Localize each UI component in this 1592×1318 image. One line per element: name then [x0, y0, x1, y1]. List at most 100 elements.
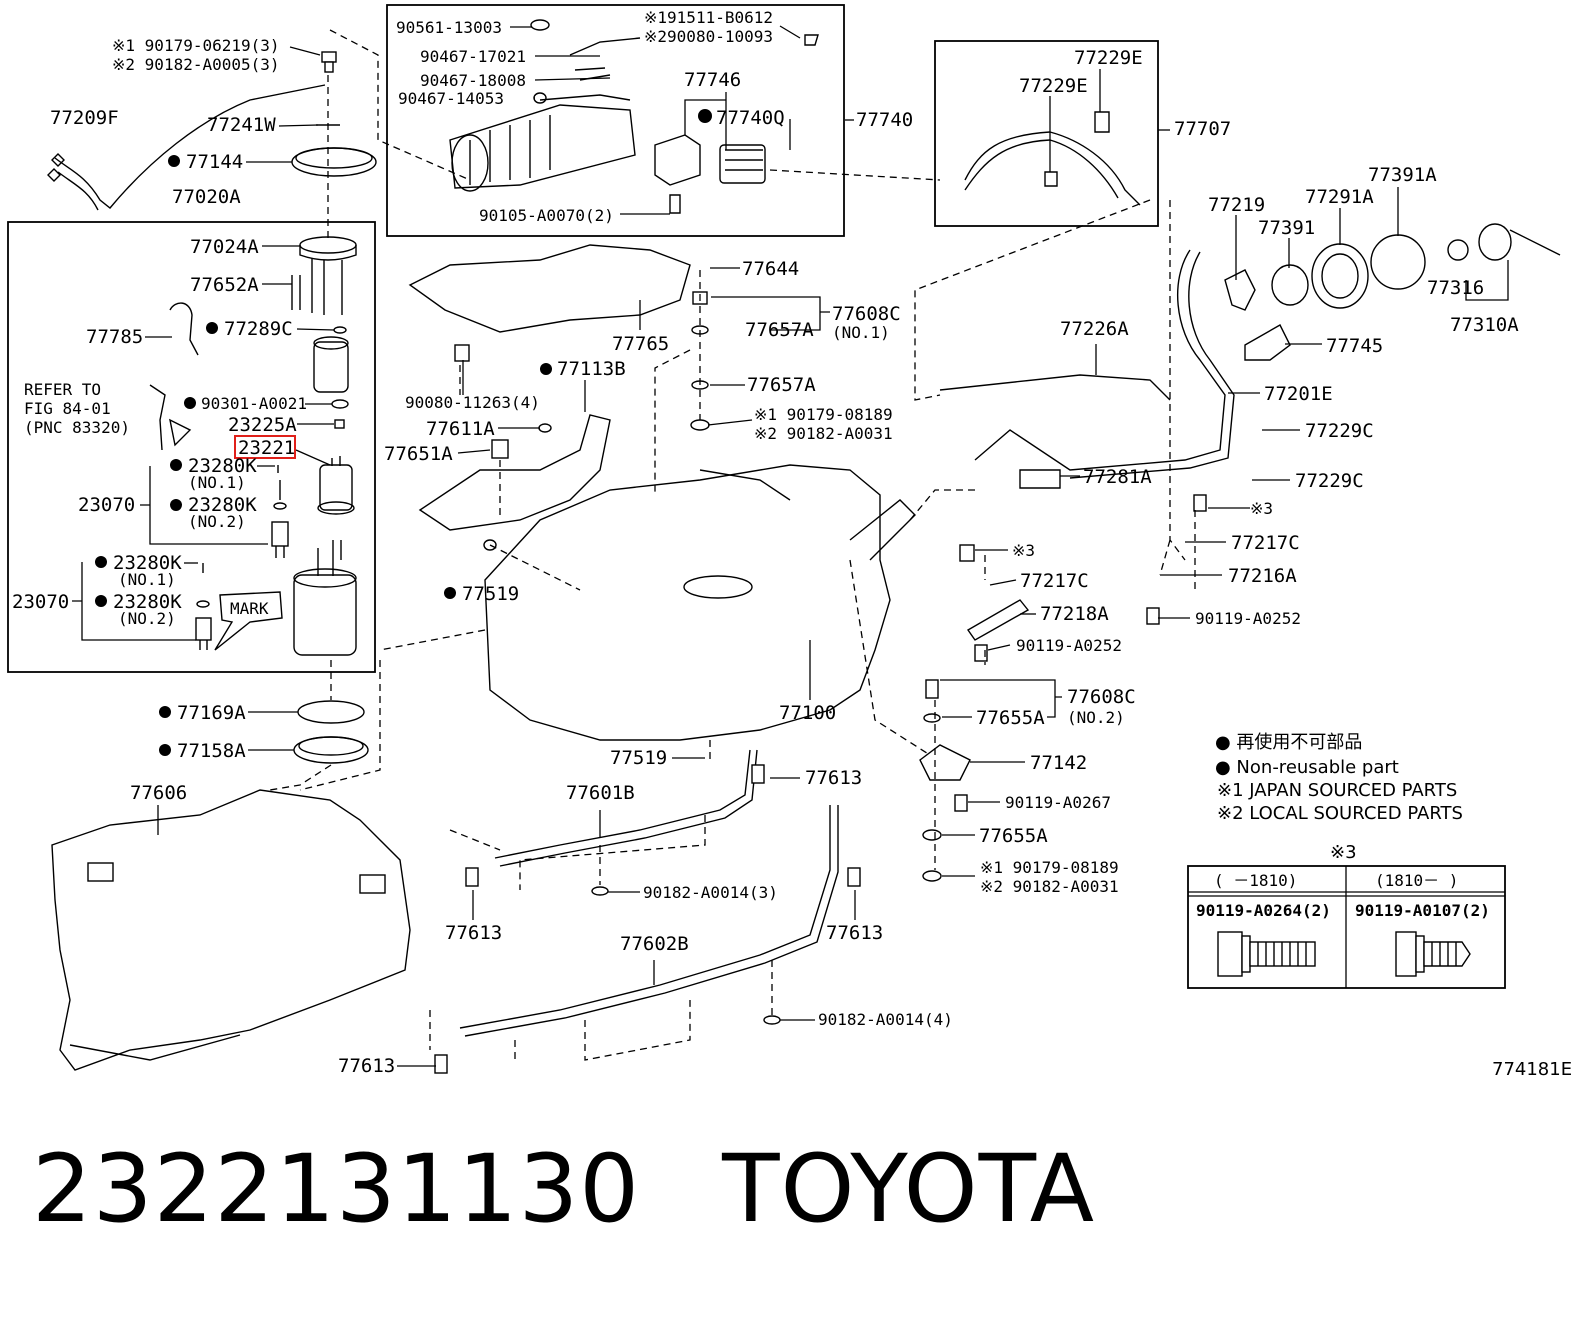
cap-77391a: [1370, 234, 1426, 290]
label-77391: 77391: [1258, 217, 1315, 239]
label-77169a: 77169A: [177, 702, 246, 724]
cap-90561: [530, 19, 550, 31]
label-77651a: 77651A: [384, 443, 453, 465]
washer-90301: [331, 399, 349, 409]
non-reusable-dot: [698, 109, 712, 123]
label-note-3-b: ※3: [1012, 541, 1035, 560]
label-90182-a0031-b: ※2 90182-A0031: [980, 877, 1119, 896]
sender-lead-refer: [149, 384, 192, 451]
label-77740q: 77740Q: [716, 107, 785, 129]
label-90182-a0005: ※2 90182-A0005(3): [112, 55, 280, 74]
label-77020a: 77020A: [172, 186, 241, 208]
label-note-3-a: ※3: [1250, 499, 1273, 518]
non-reusable-dot: [540, 363, 552, 375]
strap-77602b: [459, 805, 831, 1029]
label-77765: 77765: [612, 333, 669, 355]
label-77201e: 77201E: [1264, 383, 1333, 405]
label-90467-17021: 90467-17021: [420, 47, 526, 66]
pump-housing: [293, 540, 357, 656]
label-90467-14053: 90467-14053: [398, 89, 504, 108]
part-labels: ※1 90179-06219(3) ※2 90182-A0005(3) 7720…: [12, 8, 1519, 1077]
label-77519-a: 77519: [462, 583, 519, 605]
ring-77391: [1271, 264, 1309, 306]
caption-part-number: 2322131130: [32, 1135, 641, 1244]
bolt-90179-06219: [321, 51, 337, 73]
vent-tube-box: [934, 40, 1159, 227]
fuel-tank-77100: [484, 464, 891, 741]
highlight-box: [234, 435, 296, 459]
label-23280k-a: 23280K: [188, 455, 257, 477]
tube-77652a: [291, 275, 301, 310]
label-90301-a0021: 90301-A0021: [201, 394, 307, 413]
label-191511-b0612: ※191511-B0612: [644, 8, 773, 27]
gasket-77169a: [297, 700, 365, 724]
cap-77310a: [1478, 223, 1561, 261]
label-77601b: 77601B: [566, 782, 635, 804]
label-77209f: 77209F: [50, 107, 119, 129]
clip-191511: [804, 34, 819, 46]
clip-77229e: [1044, 111, 1110, 187]
label-77291a: 77291A: [1305, 186, 1374, 208]
label-290080-10093: ※290080-10093: [644, 27, 773, 46]
label-77218a: 77218A: [1040, 603, 1109, 625]
label-77657a-b: 77657A: [747, 374, 816, 396]
label-77226a: 77226A: [1060, 318, 1129, 340]
label-90105-a0070: 90105-A0070(2): [479, 206, 614, 225]
non-reusable-dot: [170, 499, 182, 511]
legend-non-reusable-en: ● Non-reusable part: [1215, 757, 1399, 778]
note-3-table: ※3 ( －1810) (1810－ ) 90119-A0264(2) 9011…: [1187, 842, 1506, 989]
label-77611a: 77611A: [426, 418, 495, 440]
label-77785: 77785: [86, 326, 143, 348]
label-90119-a0252-a: 90119-A0252: [1195, 609, 1301, 628]
label-no1-a: (NO.1): [188, 473, 246, 492]
non-reusable-dot: [159, 706, 171, 718]
bracket-77142: [919, 744, 971, 781]
label-no1-b: (NO.1): [118, 570, 176, 589]
vent-tube-77707: [964, 131, 1141, 206]
bolt-group: [434, 291, 1207, 1074]
label-no2-b: (NO.2): [118, 609, 176, 628]
label-77657a-a: 77657A: [745, 319, 814, 341]
label-77745: 77745: [1326, 335, 1383, 357]
filter-77289: [313, 336, 349, 393]
hose-90467: [569, 37, 641, 81]
figure-code: 774181E: [1492, 1059, 1572, 1080]
legend-japan-sourced: ※1 JAPAN SOURCED PARTS: [1217, 780, 1457, 801]
gauge-23070-a: [271, 465, 289, 558]
label-77024a: 77024A: [190, 236, 259, 258]
non-reusable-dot: [184, 397, 196, 409]
label-77158a: 77158A: [177, 740, 246, 762]
note-3-col1-part: 90119-A0264(2): [1196, 901, 1331, 920]
legend-local-sourced: ※2 LOCAL SOURCED PARTS: [1217, 803, 1463, 824]
label-mark: MARK: [230, 599, 269, 618]
canister-assembly-box: [386, 4, 845, 237]
label-77602b: 77602B: [620, 933, 689, 955]
dashed-reference-lines: [269, 29, 1196, 1061]
label-77606: 77606: [130, 782, 187, 804]
leader-lines: [72, 25, 1509, 1067]
vsv-77740q: [719, 144, 766, 184]
label-77229c-b: 77229C: [1295, 470, 1364, 492]
label-23280k-c: 23280K: [113, 552, 182, 574]
label-77219: 77219: [1208, 194, 1265, 216]
label-77229e-b: 77229E: [1019, 75, 1088, 97]
label-77613-c: 77613: [826, 922, 883, 944]
label-77216a: 77216A: [1228, 565, 1297, 587]
label-77229c-a: 77229C: [1305, 420, 1374, 442]
label-77746: 77746: [684, 69, 741, 91]
note-3-col2-header: (1810－ ): [1375, 871, 1458, 890]
label-refer-to: REFER TO: [24, 380, 101, 399]
breather-77226a: [939, 374, 1171, 401]
label-90182-a0014-3: 90182-A0014(3): [643, 883, 778, 902]
clamp-77281a: [1019, 469, 1061, 489]
non-reusable-dot: [170, 459, 182, 471]
caption-brand: TOYOTA: [722, 1135, 1096, 1244]
label-23070-b: 23070: [12, 591, 69, 613]
label-23070-a: 23070: [78, 494, 135, 516]
label-77655a-a: 77655A: [976, 707, 1045, 729]
label-77613-d: 77613: [338, 1055, 395, 1077]
label-90182-a0014-4: 90182-A0014(4): [818, 1010, 953, 1029]
label-77644: 77644: [742, 258, 799, 280]
label-90467-18008: 90467-18008: [420, 71, 526, 90]
insulator-77765: [408, 244, 691, 333]
